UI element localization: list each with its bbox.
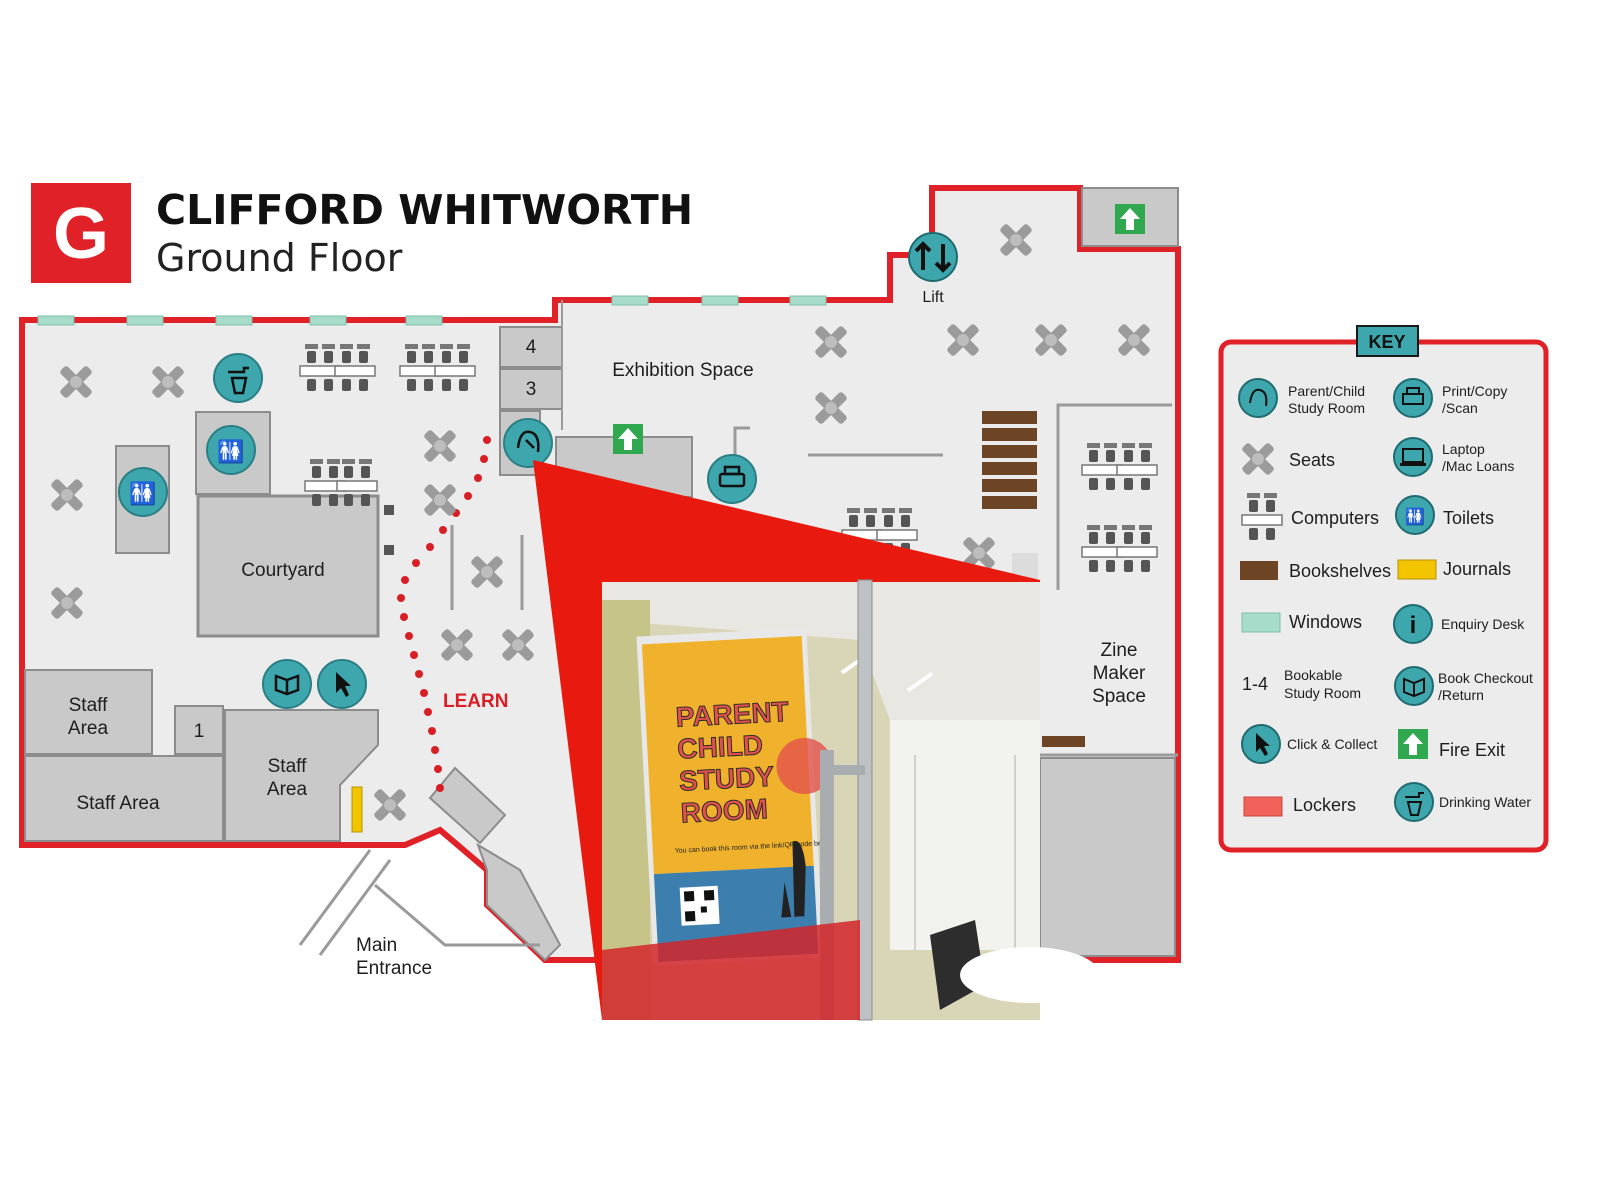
courtyard-label: Courtyard — [241, 560, 324, 581]
key-label-toilets: Toilets — [1443, 508, 1494, 528]
drinking-water-icon — [213, 353, 263, 403]
svg-text:i: i — [1410, 612, 1417, 639]
lockers-swatch — [1243, 796, 1283, 817]
poster-line-2: CHILD — [677, 729, 764, 764]
building-title: CLIFFORD WHITWORTH — [156, 186, 693, 234]
staff-area-label-2: Staff Area — [76, 793, 160, 814]
poster-line-3: STUDY — [678, 761, 775, 797]
exhibition-space-label: Exhibition Space — [612, 360, 754, 381]
floor-letter: G — [53, 194, 109, 274]
poster-line-4: ROOM — [680, 793, 769, 829]
key-label-print: Print/Copy/Scan — [1442, 383, 1507, 416]
interior-walls — [450, 403, 1178, 757]
key-label-bookshelves: Bookshelves — [1289, 561, 1391, 581]
printer-icon — [1393, 378, 1433, 418]
key-bookable-prefix: 1-4 — [1242, 674, 1268, 694]
printer-icon — [707, 454, 757, 504]
book-checkout-icon — [1394, 666, 1434, 706]
floor-subtitle: Ground Floor — [156, 236, 403, 280]
journals — [351, 786, 363, 833]
laptop-icon — [1393, 437, 1433, 477]
toilets-icon: 🚻 — [1395, 495, 1435, 535]
key-title: KEY — [1368, 332, 1405, 352]
fire-exit-icon — [613, 424, 643, 454]
toilets-icon: 🚻 — [206, 425, 256, 475]
bookshelves — [982, 411, 1085, 747]
room-4-label: 4 — [526, 337, 537, 358]
windows — [37, 295, 827, 326]
floor-letter-badge — [31, 183, 131, 283]
key-label-click-collect: Click & Collect — [1287, 736, 1377, 752]
room-1-label: 1 — [194, 721, 205, 742]
key-label-computers: Computers — [1291, 508, 1379, 528]
bookshelves-swatch — [1240, 561, 1278, 580]
svg-text:🚻: 🚻 — [217, 439, 244, 464]
key-label-fire-exit: Fire Exit — [1439, 740, 1505, 760]
key-label-journals: Journals — [1443, 559, 1511, 579]
lift-label: Lift — [922, 289, 944, 306]
room-photo: PARENT CHILD STUDY ROOM You can book thi… — [602, 579, 1100, 1021]
click-collect-icon — [317, 659, 367, 709]
bookable-rooms: 4 3 — [499, 326, 563, 476]
fire-exit-icon — [1115, 204, 1145, 234]
key-label-windows: Windows — [1289, 612, 1362, 632]
parent-child-icon — [503, 418, 553, 468]
key-label-enquiry: Enquiry Desk — [1441, 616, 1525, 632]
key-label-lockers: Lockers — [1293, 795, 1356, 815]
info-icon: i — [1393, 604, 1433, 644]
key-label-book-checkout: Book Checkout/Return — [1438, 670, 1533, 703]
key-label-seats: Seats — [1289, 450, 1335, 470]
svg-text:🚻: 🚻 — [1405, 507, 1425, 526]
right-room — [1039, 757, 1176, 957]
poster-line-1: PARENT — [675, 696, 790, 733]
key-label-laptop: Laptop/Mac Loans — [1442, 441, 1514, 474]
room-3-label: 3 — [526, 379, 537, 400]
windows-swatch — [1241, 612, 1281, 633]
key-label-drinking-water: Drinking Water — [1439, 794, 1531, 810]
lift-icon — [908, 232, 958, 282]
drinking-water-icon — [1394, 782, 1434, 822]
book-checkout-icon — [262, 659, 312, 709]
learn-label: LEARN — [443, 691, 508, 712]
header: G CLIFFORD WHITWORTH Ground Floor — [31, 183, 693, 283]
click-collect-icon — [1241, 724, 1281, 764]
journals-swatch — [1397, 559, 1437, 580]
fire-exit-icon — [1398, 729, 1428, 759]
entrance-area — [298, 766, 562, 962]
svg-text:🚻: 🚻 — [129, 481, 156, 506]
learn-route — [397, 436, 491, 792]
toilets-icon: 🚻 — [118, 467, 168, 517]
parent-child-icon — [1238, 378, 1278, 418]
